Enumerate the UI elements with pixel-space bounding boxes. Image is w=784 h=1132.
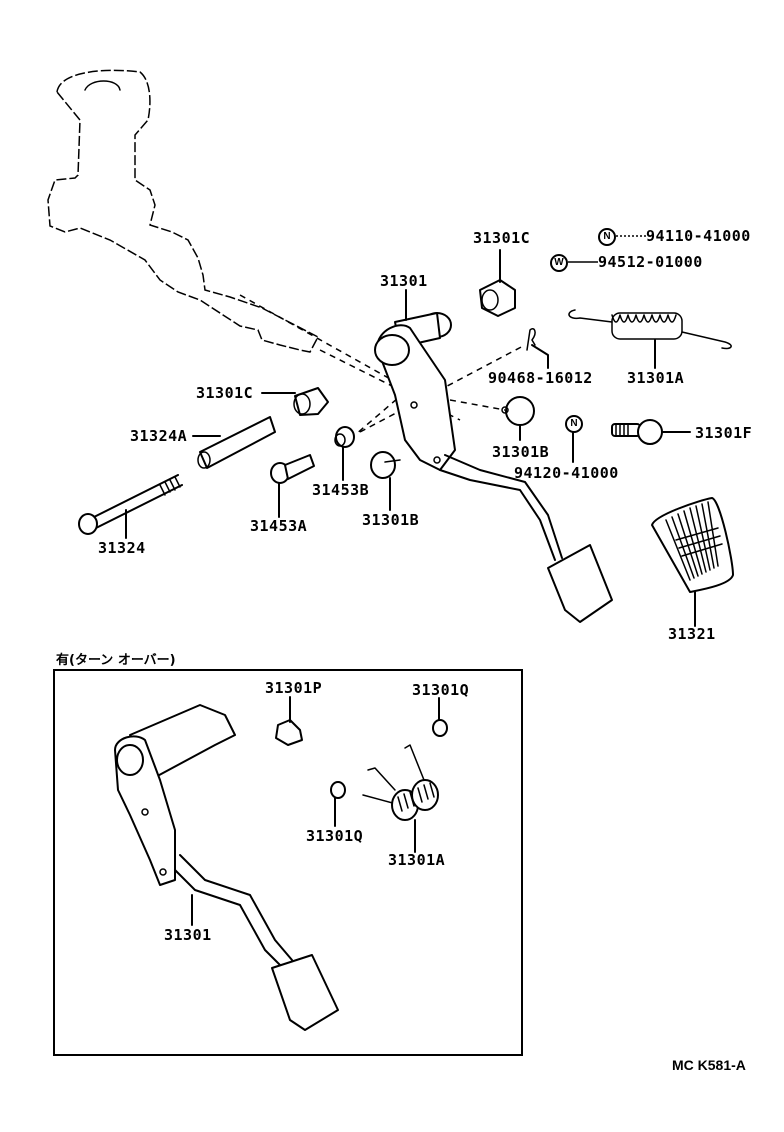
label-31301-main: 31301 [380, 272, 428, 290]
inset-pedal-arm [114, 704, 339, 1031]
label-31301C-left: 31301C [196, 384, 254, 402]
return-spring [568, 309, 732, 369]
pin-31453A [270, 454, 315, 518]
label-31324: 31324 [98, 539, 146, 557]
label-31301A-inset: 31301A [388, 851, 446, 869]
bushing-31301C-left [261, 387, 329, 416]
leader-94512 [568, 261, 598, 263]
label-31301B-right: 31301B [492, 443, 550, 461]
label-31453A: 31453A [250, 517, 308, 535]
label-31324A: 31324A [130, 427, 188, 445]
pedal-pad [651, 497, 734, 627]
inset-frame [53, 669, 523, 1056]
label-31301C-top: 31301C [473, 229, 531, 247]
label-94512: 94512-01000 [598, 253, 703, 271]
collar-31324A [192, 416, 276, 469]
inset-clip-31301P [275, 696, 303, 746]
inset-torsion-spring [362, 744, 439, 853]
washer-symbol-icon: W [550, 254, 568, 272]
brake-pedal-arm [374, 312, 613, 623]
inset-bushing-31301Q-top [432, 697, 448, 737]
label-90468: 90468-16012 [488, 369, 593, 387]
label-31301F: 31301F [695, 424, 753, 442]
bolt-31324 [78, 474, 183, 539]
nut-symbol-icon: N [565, 415, 583, 433]
bushing-31453B [334, 426, 355, 481]
inset-caption: 有(ターン オーバー) [56, 653, 176, 668]
cushion-31301B-right [501, 396, 535, 441]
cushion-31301B-left [370, 451, 401, 511]
label-31301B-left: 31301B [362, 511, 420, 529]
stop-bolt [611, 419, 691, 445]
leader-94110 [616, 235, 646, 237]
bushing-31301C-top [479, 249, 516, 317]
label-31453B: 31453B [312, 481, 370, 499]
inset-bushing-31301Q-left [330, 781, 346, 827]
master-cylinder-outline [47, 69, 461, 421]
nut-symbol-icon: N [598, 228, 616, 246]
label-31301P: 31301P [265, 679, 323, 697]
label-31301-inset: 31301 [164, 926, 212, 944]
label-31301A-top: 31301A [627, 369, 685, 387]
diagram-code: MC K581-A [672, 1057, 746, 1073]
label-31301Q-left: 31301Q [306, 827, 364, 845]
label-94110: 94110-41000 [646, 227, 751, 245]
label-31301Q-top: 31301Q [412, 681, 470, 699]
label-31321: 31321 [668, 625, 716, 643]
cotter-pin [526, 328, 549, 369]
label-94120: 94120-41000 [514, 464, 619, 482]
